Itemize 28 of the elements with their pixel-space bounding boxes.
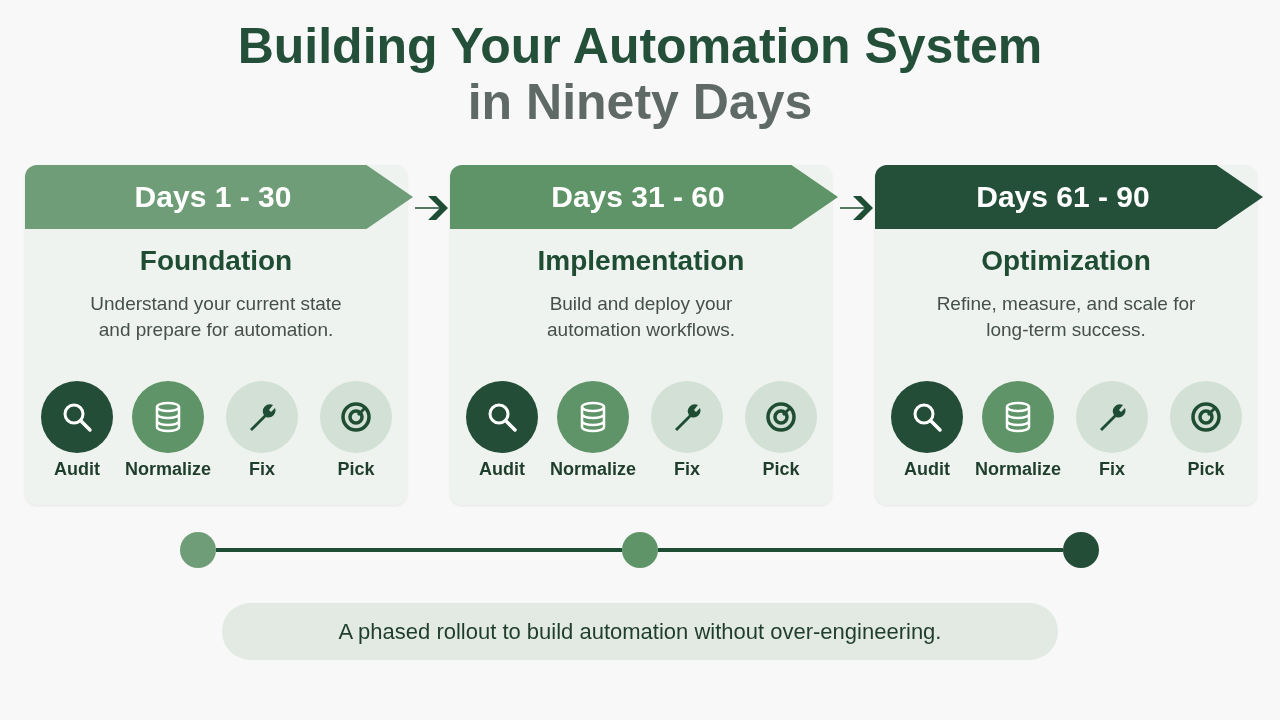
phase-banner: Days 1 - 30 bbox=[25, 165, 413, 229]
icon-label: Normalize bbox=[549, 459, 637, 480]
title: Building Your Automation System in Ninety Days bbox=[236, 18, 1044, 130]
icon-label: Normalize bbox=[124, 459, 212, 480]
icon-label: Pick bbox=[1186, 459, 1226, 480]
phase-description: Understand your current state and prepare for automation. bbox=[89, 292, 343, 342]
icon-label: Normalize bbox=[974, 459, 1062, 480]
timeline-dot bbox=[180, 532, 216, 568]
icon-label: Fix bbox=[248, 459, 276, 480]
phase-banner: Days 61 - 90 bbox=[875, 165, 1263, 229]
timeline-line bbox=[216, 548, 622, 552]
icon-label: Pick bbox=[761, 459, 801, 480]
icon-label: Audit bbox=[478, 459, 526, 480]
phase-heading: Foundation bbox=[138, 245, 294, 277]
timeline-line bbox=[658, 548, 1063, 552]
phase-banner: Days 31 - 60 bbox=[450, 165, 838, 229]
icon-label: Audit bbox=[903, 459, 951, 480]
caption-pill: A phased rollout to build automation without over-engineering. bbox=[222, 603, 1058, 660]
phase-heading: Implementation bbox=[536, 245, 746, 277]
icon-label: Fix bbox=[673, 459, 701, 480]
phase-description: Build and deploy your automation workflows. bbox=[546, 292, 736, 342]
timeline-dot bbox=[1063, 532, 1099, 568]
phase-description: Refine, measure, and scale for long-term success. bbox=[935, 292, 1197, 342]
icon-label: Pick bbox=[336, 459, 376, 480]
phase-heading: Optimization bbox=[980, 245, 1152, 277]
icon-label: Audit bbox=[53, 459, 101, 480]
icon-label: Fix bbox=[1098, 459, 1126, 480]
timeline-dot bbox=[622, 532, 658, 568]
